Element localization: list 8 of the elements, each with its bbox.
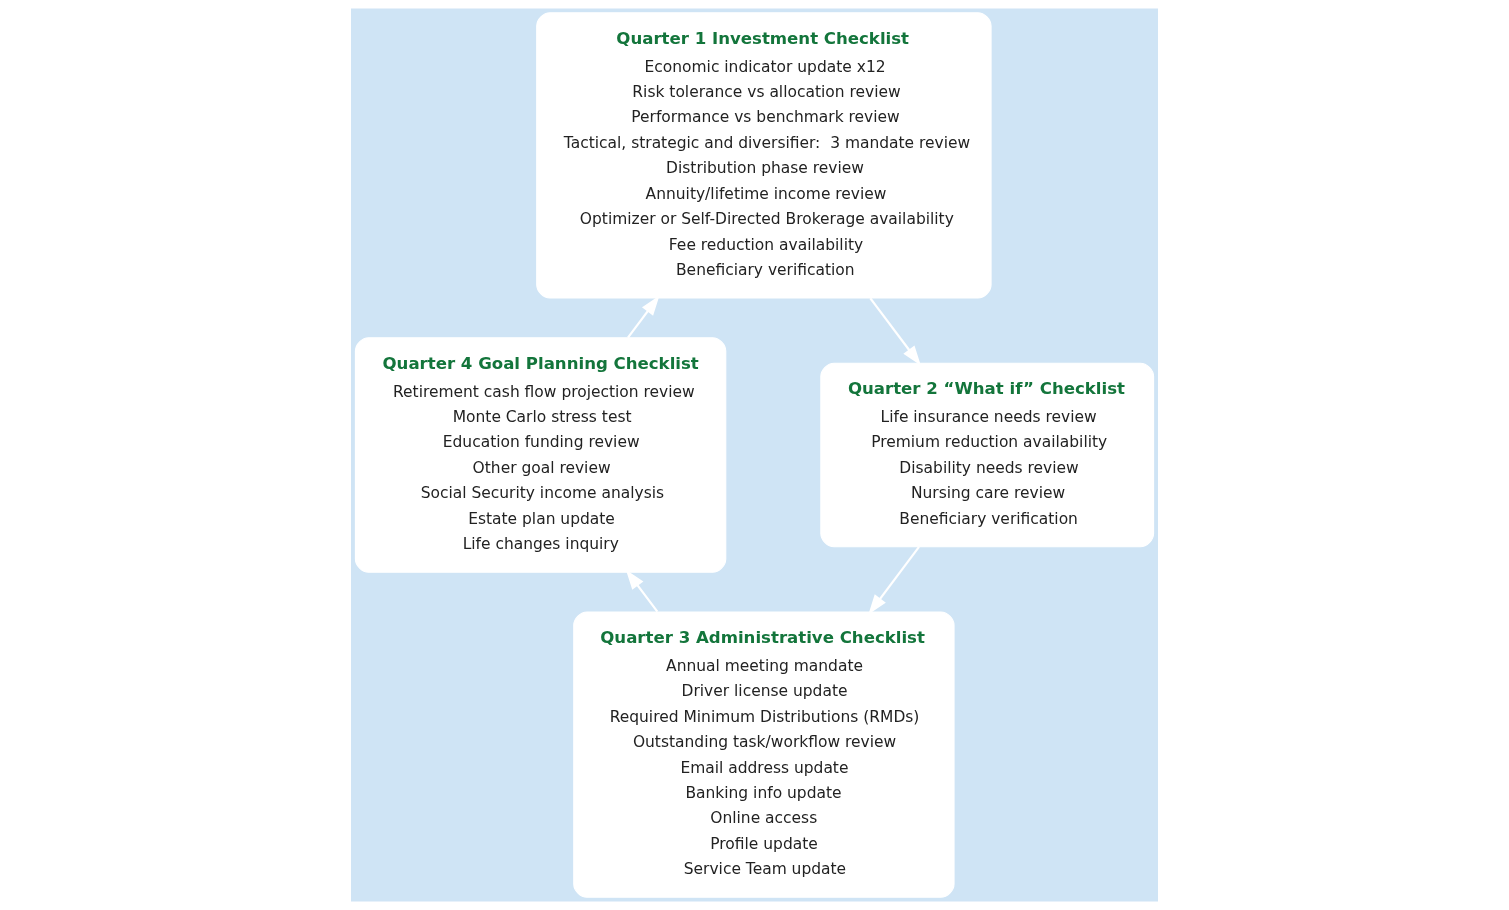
arrow bbox=[868, 546, 920, 615]
node-box: Quarter 3 Administrative Checklist Annual meeting mandate Driver license update Required Minimum Distributions (RMDs) Outstanding task/workflow review Email address update Banking info update Online access Profile update Service Team update bbox=[573, 611, 955, 898]
arrow bbox=[627, 295, 660, 339]
node-box: Quarter 2 “What if” Checklist Life insurance needs review Premium reduction availability Disability needs review Nursing care review Beneficiary verification bbox=[820, 362, 1155, 548]
arrow bbox=[625, 569, 659, 613]
node-box: Quarter 1 Investment Checklist Economic indicator update x12 Risk tolerance vs allocation review Performance vs benchmark review Tactical, strategic and diversifier: 3 mandate review Distribution phase review Annuity/lifetime income review Optimizer or Self-Directed Brokerage availability Fee reduction availability Beneficiary verification bbox=[536, 12, 992, 299]
node-box: Quarter 4 Goal Planning Checklist Retirement cash flow projection review Monte Carlo stress test Education funding review Other goal review Social Security income analysis Estate plan update Life changes inquiry bbox=[354, 337, 727, 573]
arrow bbox=[869, 297, 921, 366]
